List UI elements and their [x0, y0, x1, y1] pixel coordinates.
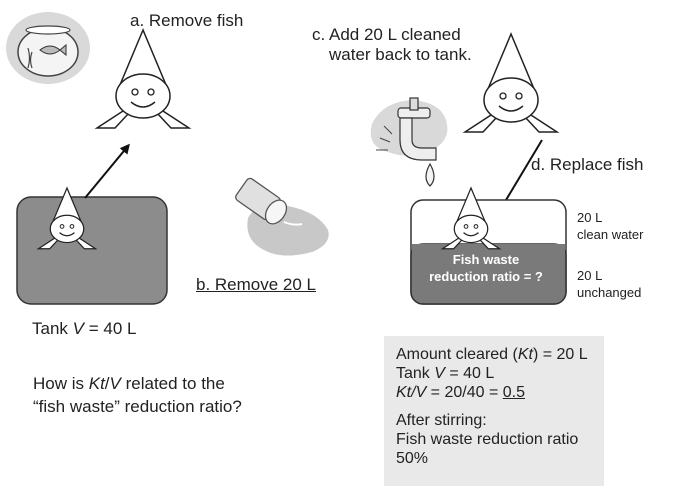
step-a-label: a. Remove fish: [130, 11, 244, 30]
arrow-remove-fish: [84, 143, 130, 199]
step-b-label: b. Remove 20 L: [196, 275, 317, 294]
panel-reduction-ratio-label: Fish waste reduction ratio: [396, 431, 579, 448]
question-line1: How is Kt/V related to the: [33, 374, 225, 393]
left-tank: [16, 196, 168, 305]
question-line2: “fish waste” reduction ratio?: [33, 397, 242, 416]
panel-after-stirring: After stirring:: [396, 412, 487, 429]
calculation-panel: Amount cleared (Kt) = 20 L Tank V = 40 L…: [384, 336, 604, 486]
clean-water-value: 20 L: [577, 210, 603, 225]
panel-tank-volume: Tank V = 40 L: [396, 365, 495, 382]
spilled-bucket-icon: [235, 177, 329, 256]
panel-reduction-ratio-value: 50%: [396, 450, 429, 467]
faucet-icon: [370, 97, 448, 187]
clean-water-desc: clean water: [577, 227, 644, 242]
fish-character-in-tank: [36, 186, 98, 250]
fish-character-removed: [94, 28, 192, 129]
unchanged-value: 20 L: [577, 268, 603, 283]
unchanged-desc: unchanged: [577, 285, 642, 300]
panel-amount-cleared: Amount cleared (Kt) = 20 L: [396, 346, 588, 363]
step-d-label: d. Replace fish: [531, 155, 644, 174]
tank-volume-label: Tank V = 40 L: [32, 319, 137, 338]
fish-character-replaced: [440, 186, 502, 250]
fish-character-waiting: [462, 32, 560, 133]
step-c-label-line1: c. Add 20 L cleaned: [312, 25, 461, 44]
step-c-label-line2: water back to tank.: [329, 45, 472, 64]
arrow-replace-fish: [498, 139, 543, 213]
fishbowl-icon: [6, 12, 90, 84]
panel-ktv: Kt/V = 20/40 = 0.5: [396, 384, 525, 401]
